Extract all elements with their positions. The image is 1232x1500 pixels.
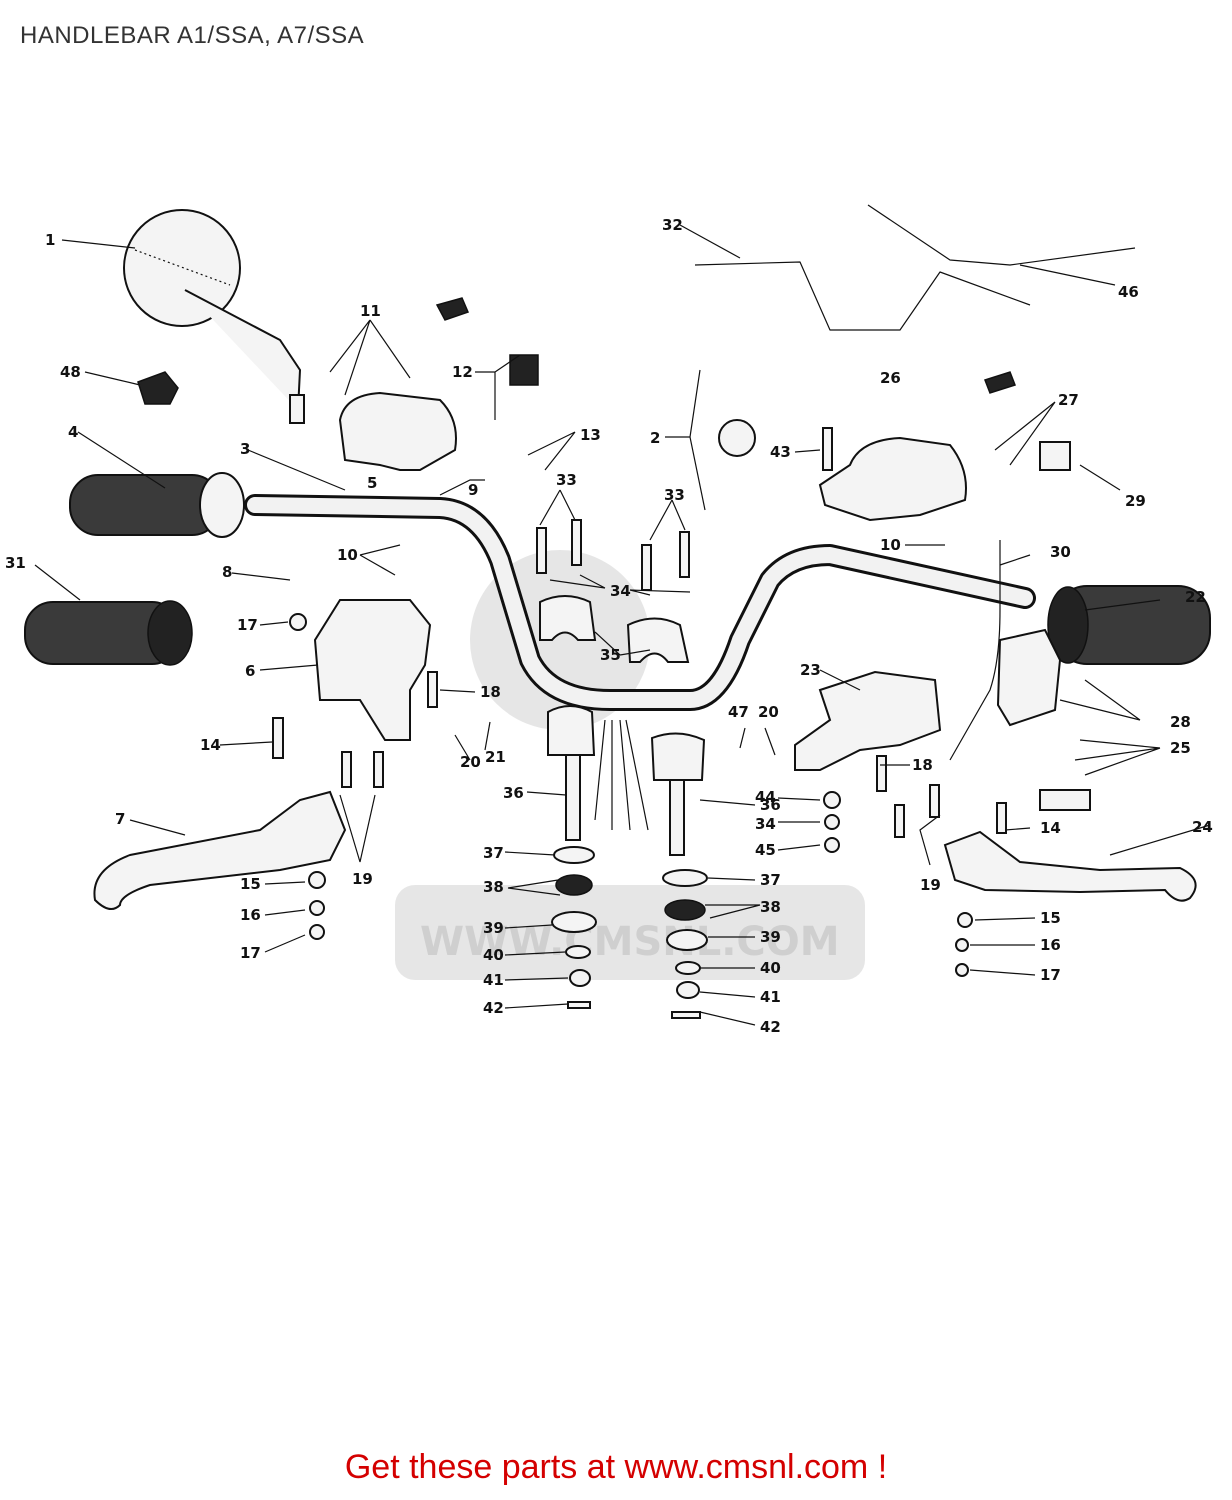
label-18-right: 18	[912, 756, 933, 774]
label-43: 43	[770, 443, 791, 461]
label-42-left: 42	[483, 999, 504, 1017]
leader-lines	[34, 224, 1211, 1026]
riser-right[interactable]	[650, 732, 706, 856]
rubber-cap[interactable]	[137, 371, 179, 405]
left-lever-bracket[interactable]	[313, 599, 432, 741]
label-31: 31	[5, 554, 26, 572]
label-10-left: 10	[337, 546, 358, 564]
label-2: 2	[650, 429, 660, 447]
label-33-left: 33	[556, 471, 577, 489]
label-42-right: 42	[760, 1018, 781, 1036]
label-36-right: 36	[760, 796, 781, 814]
label-41-left: 41	[483, 971, 504, 989]
label-14-right: 14	[1040, 819, 1061, 837]
main-handlebar[interactable]	[244, 494, 1036, 711]
label-15-left: 15	[240, 875, 261, 893]
label-37-right: 37	[760, 871, 781, 889]
label-16-right: 16	[1040, 936, 1061, 954]
label-39-right: 39	[760, 928, 781, 946]
label-48: 48	[60, 363, 81, 381]
label-38-left: 38	[483, 878, 504, 896]
label-3: 3	[240, 440, 250, 458]
label-5: 5	[367, 474, 377, 492]
footer-link[interactable]: Get these parts at www.cmsnl.com !	[344, 1448, 888, 1486]
label-30: 30	[1050, 543, 1071, 561]
right-lever-bracket[interactable]	[794, 670, 942, 771]
label-44: 44	[755, 788, 776, 806]
label-9: 9	[468, 481, 478, 499]
label-45: 45	[755, 841, 776, 859]
label-27: 27	[1058, 391, 1079, 409]
label-7: 7	[115, 810, 125, 828]
label-18-left: 18	[480, 683, 501, 701]
label-4: 4	[68, 423, 78, 441]
washer-stack-left[interactable]	[551, 846, 597, 1009]
label-22: 22	[1185, 588, 1206, 606]
label-32: 32	[662, 216, 683, 234]
label-34-center: 34	[610, 582, 631, 600]
label-47: 47	[728, 703, 749, 721]
mirror[interactable]	[123, 209, 305, 424]
label-40-right: 40	[760, 959, 781, 977]
label-23: 23	[800, 661, 821, 679]
label-12: 12	[452, 363, 473, 381]
label-20-right: 20	[758, 703, 779, 721]
label-8: 8	[222, 563, 232, 581]
left-grip-alt[interactable]	[24, 600, 193, 666]
label-15-right: 15	[1040, 909, 1061, 927]
wiring-harness	[594, 719, 649, 831]
label-29: 29	[1125, 492, 1146, 510]
right-switch-housing[interactable]	[818, 436, 967, 522]
part-labels: 1 2 3 4 5 6 7 8 9 10 10 11 12 13 14 14 1…	[5, 216, 1213, 1036]
clamp-right[interactable]	[626, 617, 690, 663]
label-25: 25	[1170, 739, 1191, 757]
page-title: HANDLEBAR A1/SSA, A7/SSA	[20, 22, 365, 49]
label-17-right: 17	[1040, 966, 1061, 984]
label-33-right: 33	[664, 486, 685, 504]
label-17-top: 17	[237, 616, 258, 634]
label-13: 13	[580, 426, 601, 444]
left-grip[interactable]	[69, 472, 245, 538]
label-14-left: 14	[200, 736, 221, 754]
right-cable	[949, 540, 1001, 761]
left-lever[interactable]	[93, 790, 347, 910]
label-10-right: 10	[880, 536, 901, 554]
label-38-right: 38	[760, 898, 781, 916]
label-46: 46	[1118, 283, 1139, 301]
left-wire	[439, 479, 485, 496]
label-24: 24	[1192, 818, 1213, 836]
label-16-left: 16	[240, 906, 261, 924]
riser-left[interactable]	[547, 705, 596, 841]
label-19-right: 19	[920, 876, 941, 894]
label-37-left: 37	[483, 844, 504, 862]
watermark-text: WWW.CMSNL.COM	[420, 919, 840, 965]
label-41-right: 41	[760, 988, 781, 1006]
label-35: 35	[600, 646, 621, 664]
label-40-left: 40	[483, 946, 504, 964]
label-1: 1	[45, 231, 55, 249]
right-lever[interactable]	[943, 830, 1197, 902]
small-hardware	[272, 297, 1091, 977]
clamp-left[interactable]	[539, 595, 597, 641]
label-26: 26	[880, 369, 901, 387]
washer-stack-right[interactable]	[662, 869, 708, 1019]
right-grip[interactable]	[1047, 585, 1211, 665]
label-39-left: 39	[483, 919, 504, 937]
label-11: 11	[360, 302, 381, 320]
left-switch-housing[interactable]	[338, 391, 457, 471]
label-17-left: 17	[240, 944, 261, 962]
label-19-left: 19	[352, 870, 373, 888]
label-21: 21	[485, 748, 506, 766]
label-34-right: 34	[755, 815, 776, 833]
label-36-left: 36	[503, 784, 524, 802]
alternate-handlebar[interactable]	[694, 204, 1136, 331]
label-20-left: 20	[460, 753, 481, 771]
label-28: 28	[1170, 713, 1191, 731]
label-6: 6	[245, 662, 255, 680]
